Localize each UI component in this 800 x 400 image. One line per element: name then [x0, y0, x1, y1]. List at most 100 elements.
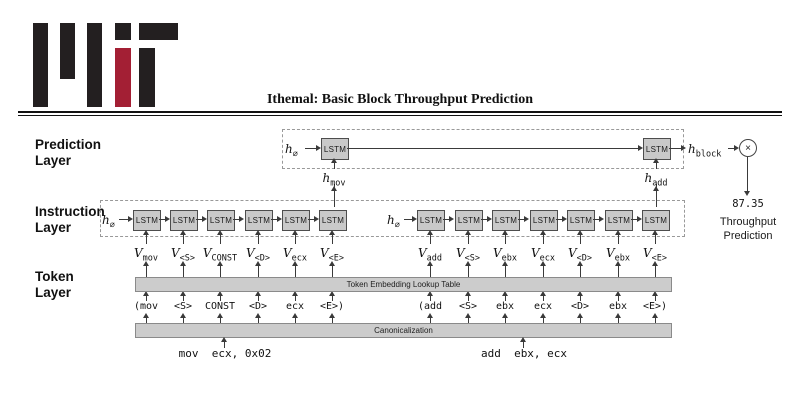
token-layer-label: Token Layer: [35, 269, 74, 301]
logo-t-stem: [139, 48, 155, 107]
vector-label: Vebx: [594, 244, 642, 263]
vector-label: V<S>: [159, 244, 207, 263]
arrow-line: [543, 318, 544, 323]
v-base: V: [605, 246, 615, 260]
arrow-head: [577, 230, 583, 235]
arrow-head: [653, 158, 659, 163]
token-embedding-bar: Token Embedding Lookup Table: [135, 277, 672, 292]
v-base: V: [245, 246, 255, 260]
arrow-head: [427, 313, 433, 318]
arrow-head: [540, 313, 546, 318]
arrow-line: [224, 342, 225, 348]
vector-label: V<E>: [308, 244, 356, 263]
arrow-head: [744, 191, 750, 196]
arrow-head: [502, 230, 508, 235]
h-base: h: [322, 171, 331, 185]
instruction-lstm-cell: LSTM: [207, 210, 235, 231]
vector-label: Vebx: [481, 244, 529, 263]
v-base: V: [202, 246, 212, 260]
arrow-head: [292, 230, 298, 235]
arrow-line: [430, 266, 431, 277]
arrow-line: [631, 219, 637, 220]
arrow-head: [202, 216, 207, 222]
instruction-lstm-cell: LSTM: [567, 210, 595, 231]
arrow-line: [258, 318, 259, 323]
arrow-line: [258, 296, 259, 301]
token-text: <S>: [458, 301, 478, 312]
instruction-lstm-cell: LSTM: [642, 210, 670, 231]
label-line: Token: [35, 269, 74, 284]
arrow-head: [465, 291, 471, 296]
arrow-line: [618, 266, 619, 277]
arrow-head: [217, 313, 223, 318]
arrow-line: [468, 318, 469, 323]
arrow-line: [332, 235, 333, 244]
instruction-layer-label: Instruction Layer: [35, 204, 105, 236]
arrow-head: [427, 230, 433, 235]
arrow-head: [217, 230, 223, 235]
vector-label: Vecx: [271, 244, 319, 263]
logo-bar-3: [87, 23, 102, 107]
arrow-head: [427, 261, 433, 266]
arrow-line: [183, 318, 184, 323]
arrow-line: [430, 235, 431, 244]
arrow-head: [143, 230, 149, 235]
arrow-line: [481, 219, 487, 220]
arrow-head: [653, 186, 659, 191]
arrow-head: [221, 337, 227, 342]
h-sub: block: [695, 149, 722, 160]
arrow-head: [217, 291, 223, 296]
arrow-head: [465, 230, 471, 235]
token-text: ebx: [495, 301, 515, 312]
v-base: V: [133, 246, 143, 260]
instruction-lstm-cell: LSTM: [133, 210, 161, 231]
arrow-head: [143, 261, 149, 266]
arrow-head: [577, 313, 583, 318]
vector-label: V<D>: [556, 244, 604, 263]
arrow-head: [502, 291, 508, 296]
h-mov-label: hmov: [314, 169, 354, 188]
arrow-head: [180, 291, 186, 296]
arrow-head: [217, 261, 223, 266]
v-sub: <S>: [464, 253, 481, 264]
prediction-lstm-2: LSTM: [643, 138, 671, 160]
arrow-head: [329, 313, 335, 318]
arrow-line: [543, 296, 544, 301]
arrow-line: [505, 296, 506, 301]
arrow-line: [543, 266, 544, 277]
v-base: V: [492, 246, 502, 260]
arrow-line: [728, 148, 734, 149]
arrow-line: [159, 219, 165, 220]
arrow-line: [119, 219, 128, 220]
vector-label: Vmov: [122, 244, 170, 263]
token-text: <S>: [173, 301, 193, 312]
arrow-head: [615, 230, 621, 235]
arrow-line: [618, 318, 619, 323]
arrow-head: [180, 230, 186, 235]
arrow-head: [638, 145, 643, 151]
arrow-line: [505, 235, 506, 244]
h-sub: add: [652, 178, 668, 189]
label-line: Layer: [35, 285, 72, 300]
arrow-line: [430, 318, 431, 323]
arrow-head: [465, 313, 471, 318]
asm-instruction-1: mov ecx, 0x02: [178, 347, 272, 360]
arrow-head: [165, 216, 170, 222]
arrow-line: [655, 318, 656, 323]
token-text: <D>: [570, 301, 590, 312]
arrow-line: [347, 148, 638, 149]
prediction-layer-label: Prediction Layer: [35, 137, 101, 169]
arrow-head: [255, 313, 261, 318]
label-line: Prediction: [723, 230, 773, 242]
arrow-line: [146, 266, 147, 277]
arrow-head: [652, 291, 658, 296]
arrow-line: [618, 235, 619, 244]
arrow-head: [329, 230, 335, 235]
logo-i-dot: [115, 23, 131, 40]
v-base: V: [319, 246, 329, 260]
prediction-lstm-1: LSTM: [321, 138, 349, 160]
arrow-head: [143, 313, 149, 318]
label-line: Layer: [35, 153, 72, 168]
arrow-line: [146, 235, 147, 244]
v-sub: ebx: [501, 253, 518, 264]
